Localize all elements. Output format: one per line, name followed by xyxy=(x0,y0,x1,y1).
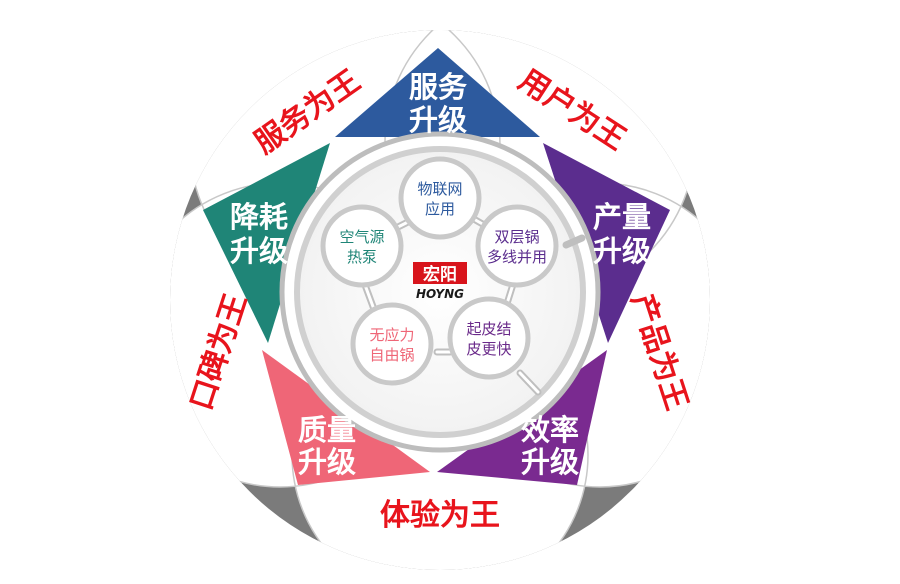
node-iot xyxy=(398,156,482,240)
triangle-service xyxy=(335,48,540,137)
node-free-pot xyxy=(350,302,434,386)
node-iot-line2: 应用 xyxy=(425,200,455,218)
node-iot-line1: 物联网 xyxy=(417,180,462,198)
node-peel xyxy=(447,296,531,380)
node-peel-line2: 皮更快 xyxy=(466,340,511,358)
upgrade-efficiency-line2: 升级 xyxy=(521,445,579,479)
brand-box xyxy=(413,262,467,284)
upgrade-service-line2: 升级 xyxy=(409,103,467,137)
upgrade-energy-line1: 降耗 xyxy=(230,200,288,234)
node-double-pot-line1: 双层锅 xyxy=(494,228,539,246)
upgrade-capacity-line1: 产量 xyxy=(593,200,651,234)
node-heat-pump-line2: 热泵 xyxy=(347,248,377,266)
brand-logo: 宏阳 HOYNG xyxy=(413,262,467,301)
brand-en: HOYNG xyxy=(416,287,464,301)
upgrade-quality-line2: 升级 xyxy=(298,445,356,479)
upgrade-service-line1: 服务 xyxy=(409,70,467,104)
upgrade-capacity-line2: 升级 xyxy=(593,234,651,268)
triangle-energy xyxy=(203,143,330,343)
triangle-capacity xyxy=(543,143,670,343)
node-free-pot-line1: 无应力 xyxy=(369,326,414,344)
petal-bottom-label: 体验为王 xyxy=(380,498,500,533)
upgrade-efficiency-line1: 效率 xyxy=(521,413,579,447)
node-heat-pump xyxy=(320,204,404,288)
brand-cn: 宏阳 xyxy=(423,264,457,285)
node-heat-pump-line1: 空气源 xyxy=(339,228,384,246)
node-free-pot-line2: 自由锅 xyxy=(369,346,414,364)
node-double-pot xyxy=(475,204,559,288)
node-peel-line1: 起皮结 xyxy=(466,320,511,338)
upgrade-energy-line2: 升级 xyxy=(230,234,288,268)
upgrade-quality-line1: 质量 xyxy=(298,413,356,447)
node-double-pot-line2: 多线并用 xyxy=(487,248,547,266)
